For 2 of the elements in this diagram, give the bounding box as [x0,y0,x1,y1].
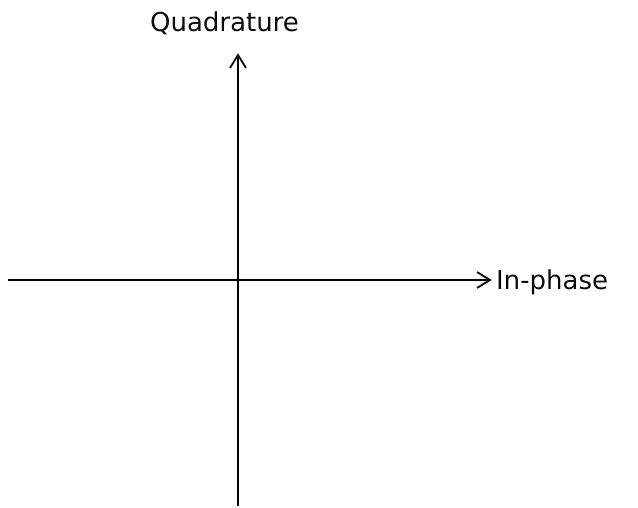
axis-label: In-phase [496,268,608,294]
axis-label: Quadrature [150,10,299,36]
